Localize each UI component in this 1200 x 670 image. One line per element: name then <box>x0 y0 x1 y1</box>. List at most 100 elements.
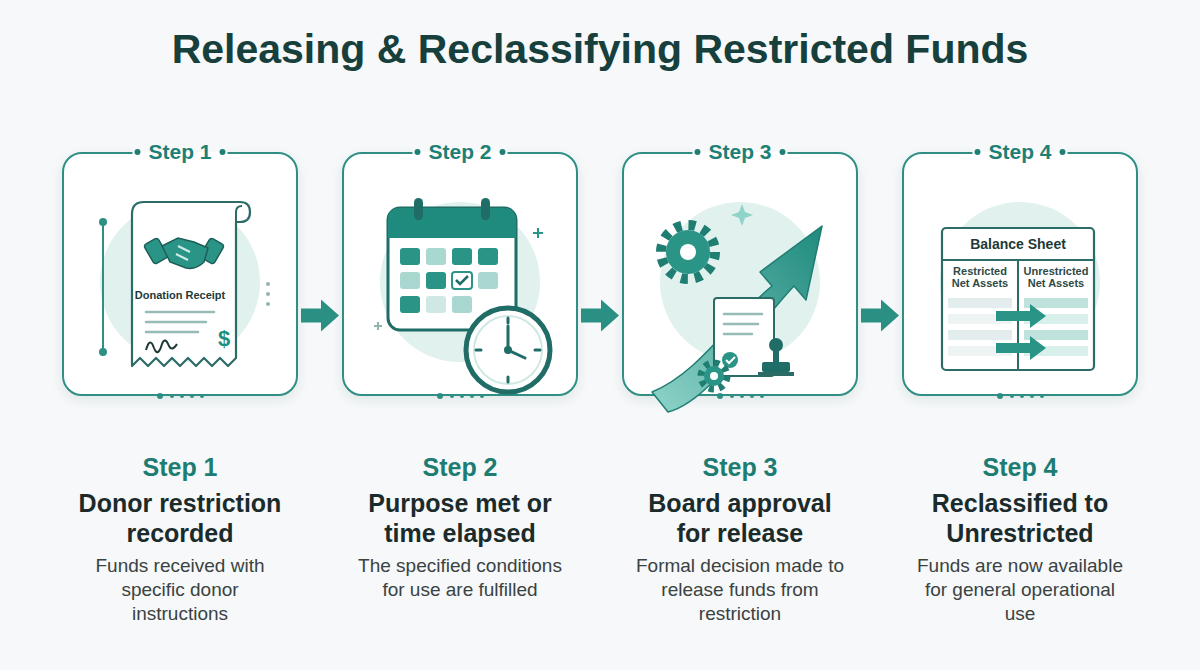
balance-sheet-illustration <box>948 298 1012 308</box>
receipt-illustration <box>99 348 107 356</box>
receipt-illustration <box>146 321 206 324</box>
calendar-illustration <box>452 272 472 289</box>
calendar-illustration <box>374 198 550 392</box>
card-dots <box>1040 394 1044 398</box>
step-title: Board approval for release <box>630 488 850 548</box>
balance-sheet-illustration <box>1017 260 1019 370</box>
card-outline: Step 2 <box>342 152 578 396</box>
approval-illustration <box>724 333 752 336</box>
step-card: Step 1Step 1Donor restriction recordedFu… <box>62 152 298 626</box>
receipt-illustration <box>99 202 270 366</box>
step-text: Step 4Reclassified to UnrestrictedFunds … <box>882 451 1158 626</box>
card-dots <box>717 393 723 399</box>
receipt-illustration <box>100 202 260 362</box>
approval-illustration <box>704 366 724 386</box>
card-dots <box>740 394 744 398</box>
receipt-illustration <box>266 302 270 306</box>
step-title: Purpose met or time elapsed <box>350 488 570 548</box>
card-outline: Step 4 <box>902 152 1138 396</box>
calendar-illustration <box>481 198 490 220</box>
receipt-illustration <box>176 246 190 260</box>
card-dots <box>760 394 764 398</box>
calendar-illustration <box>507 318 510 323</box>
receipt-illustration <box>200 237 225 264</box>
card-dots <box>170 394 174 398</box>
balance-sheet-illustration <box>1024 346 1088 356</box>
column-header: Restricted Net Assets <box>946 265 1014 289</box>
card-dots <box>1030 394 1034 398</box>
step-tag: Step 3 <box>692 139 787 165</box>
approval-illustration <box>724 314 762 334</box>
calendar-illustration <box>507 377 510 382</box>
balance-sheet-illustration <box>996 336 1046 360</box>
approval-illustration <box>710 372 718 380</box>
approval-illustration <box>724 313 762 316</box>
receipt-illustration <box>146 331 198 334</box>
approval-illustration <box>652 202 822 412</box>
step-text: Step 1Donor restriction recordedFunds re… <box>42 451 318 626</box>
approval-illustration <box>680 244 696 260</box>
calendar-illustration <box>426 248 446 265</box>
receipt-illustration <box>99 218 107 226</box>
calendar-illustration <box>478 248 498 265</box>
card-dots <box>480 394 484 398</box>
step-card: Step 3Step 3Board approval for releaseFo… <box>622 152 858 626</box>
calendar-illustration <box>414 198 423 220</box>
approval-illustration <box>714 298 774 376</box>
calendar-illustration <box>400 272 420 289</box>
calendar-illustration <box>476 349 481 352</box>
card-dots <box>1020 394 1024 398</box>
flow-arrow <box>861 300 899 332</box>
card-dots <box>450 394 454 398</box>
approval-illustration <box>661 225 715 279</box>
calendar-illustration <box>452 248 472 265</box>
sheet-title: Balance Sheet <box>942 235 1094 253</box>
column-header: Unrestricted Net Assets <box>1020 265 1092 289</box>
calendar-illustration <box>380 202 540 362</box>
diagram-title: Releasing & Reclassifying Restricted Fun… <box>0 24 1200 74</box>
card-dots <box>190 394 194 398</box>
step-tag: Step 1 <box>132 139 227 165</box>
approval-illustration <box>762 362 790 372</box>
calendar-illustration <box>374 322 382 330</box>
step-description: The specified conditions for use are ful… <box>351 554 569 602</box>
receipt-illustration <box>132 202 250 366</box>
card-dots <box>157 393 1044 399</box>
balance-sheet-illustration <box>1024 298 1088 308</box>
card-dots <box>730 394 734 398</box>
receipt-illustration <box>146 340 177 352</box>
calendar-illustration <box>474 316 542 384</box>
calendar-illustration <box>466 308 550 392</box>
receipt-illustration <box>266 282 270 286</box>
card-dots <box>157 393 163 399</box>
card-dots <box>460 394 464 398</box>
step-text: Step 3Board approval for releaseFormal d… <box>602 451 878 626</box>
step-text: Step 2Purpose met or time elapsedThe spe… <box>322 451 598 602</box>
step-tag: Step 4 <box>972 139 1067 165</box>
balance-sheet-illustration <box>942 259 1094 261</box>
card-dots <box>997 393 1003 399</box>
receipt-illustration <box>236 206 242 222</box>
approval-illustration <box>724 323 758 326</box>
receipt-illustration <box>266 292 270 296</box>
receipt-illustration <box>162 238 208 268</box>
card-dots <box>750 394 754 398</box>
balance-sheet-illustration <box>940 202 1100 370</box>
card-dots <box>200 394 204 398</box>
calendar-illustration <box>388 208 516 238</box>
step-tag: Step 2 <box>412 139 507 165</box>
card-dots <box>437 393 443 399</box>
step-title: Donor restriction recorded <box>70 488 290 548</box>
calendar-illustration <box>426 272 446 289</box>
step-description: Formal decision made to release funds fr… <box>631 554 849 626</box>
approval-illustration <box>731 204 753 226</box>
calendar-illustration <box>456 276 468 284</box>
approval-illustration <box>726 357 735 363</box>
approval-illustration <box>758 372 794 376</box>
calendar-illustration <box>426 296 446 313</box>
step-title: Reclassified to Unrestricted <box>910 488 1130 548</box>
